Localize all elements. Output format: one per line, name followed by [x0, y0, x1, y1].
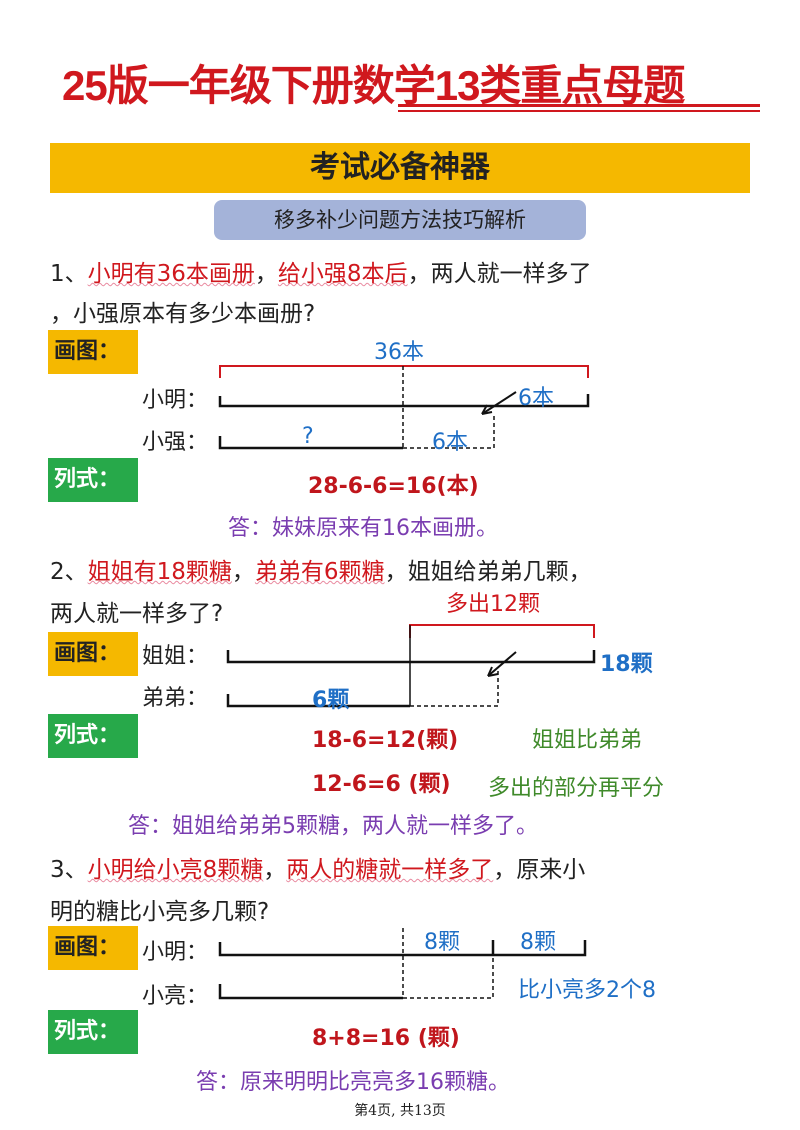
total-label: 36本: [374, 340, 424, 365]
jiejie-amount-label: 18颗: [600, 652, 653, 677]
banner: 考试必备神器: [50, 143, 750, 193]
note-line: 多出的部分再平分: [488, 776, 665, 801]
formula-tag: 列式：: [48, 458, 138, 502]
arrow-head-icon: [481, 404, 493, 415]
transfer-arrow: [487, 651, 517, 677]
draw-tag: 画图：: [48, 330, 138, 374]
answer: 答：原来明明比亮亮多16颗糖。: [196, 1070, 510, 1095]
formula-tag: 列式：: [48, 1010, 138, 1054]
bar-didi-extension: [410, 670, 499, 707]
problem-rest: ，原来小: [493, 857, 586, 883]
bar-label-jiejie: 姐姐：: [142, 644, 209, 669]
page-footer: 第4页, 共13页: [354, 1103, 446, 1119]
transfer-arrow: [481, 391, 517, 415]
title-underline-2: [398, 110, 760, 112]
sub-banner: 移多补少问题方法技巧解析: [214, 200, 586, 240]
bar-xiaoqiang: [218, 436, 403, 450]
bar-label-xiaoming: 小明：: [142, 940, 209, 965]
formula-tag: 列式：: [48, 714, 138, 758]
problem-3-question-line2: 明的糖比小亮多几颗?: [50, 899, 270, 925]
page-title: 25版一年级下册数学13类重点母题: [62, 62, 685, 109]
answer: 答：姐姐给弟弟5颗糖，两人就一样多了。: [128, 814, 538, 839]
bar-label-xiaoqiang: 小强：: [142, 430, 209, 455]
bar-xiaoliang: [218, 984, 403, 1000]
extra-label: 多出12颗: [446, 592, 540, 617]
bar-xiaoming: [218, 940, 587, 957]
problem-1-question-line2: ，小强原本有多少本画册?: [50, 301, 316, 327]
segment-label: 8颗: [424, 930, 460, 955]
draw-tag: 画图：: [48, 632, 138, 676]
formula-line: 12-6=6 (颗): [312, 772, 451, 797]
problem-rest: ，两人就一样多了: [407, 261, 592, 287]
title-underline: [398, 104, 760, 107]
problem-number: 1、: [50, 261, 88, 287]
separator: ，: [254, 261, 278, 287]
formula-line: 28-6-6=16(本): [308, 474, 479, 499]
total-brace: [219, 365, 589, 378]
problem-2-question: 2、姐姐有18颗糖，弟弟有6颗糖，姐姐给弟弟几颗，: [50, 552, 592, 586]
problem-condition-2: 两人的糖就一样多了: [286, 857, 494, 883]
answer: 答：妹妹原来有16本画册。: [228, 516, 498, 541]
problem-1-question: 1、小明有36本画册，给小强8本后，两人就一样多了: [50, 254, 592, 288]
note-line: 姐姐比弟弟: [532, 728, 643, 753]
bar-label-didi: 弟弟：: [142, 686, 209, 711]
arrow-head-icon: [487, 666, 499, 677]
bar-xiaoqiang-extension: [403, 416, 495, 449]
bar-label-xiaoming: 小明：: [142, 388, 209, 413]
bar-xiaoming: [218, 394, 590, 408]
segment-label: 8颗: [520, 930, 556, 955]
bar-jiejie: [226, 650, 596, 664]
problem-rest: ，姐姐给弟弟几颗，: [384, 559, 592, 585]
problem-number: 3、: [50, 857, 88, 883]
difference-note: 比小亮多2个8: [518, 978, 656, 1003]
problem-condition-2: 弟弟有6颗糖: [254, 559, 385, 585]
separator: ，: [231, 559, 255, 585]
problem-number: 2、: [50, 559, 88, 585]
bar-label-xiaoliang: 小亮：: [142, 984, 209, 1009]
separator: ，: [263, 857, 287, 883]
formula-line: 18-6=12(颗): [312, 728, 459, 753]
problem-condition-1: 姐姐有18颗糖: [87, 559, 232, 585]
draw-tag: 画图：: [48, 926, 138, 970]
arrow-label: 6本: [518, 386, 554, 411]
problem-condition-1: 小明有36本画册: [87, 261, 255, 287]
problem-3-question: 3、小明给小亮8颗糖，两人的糖就一样多了，原来小: [50, 850, 585, 884]
bar-didi: [226, 694, 410, 708]
formula-line: 8+8=16 (颗): [312, 1026, 460, 1051]
problem-condition-2: 给小强8本后: [277, 261, 408, 287]
gap-label: 6本: [432, 430, 468, 455]
problem-2-question-line2: 两人就一样多了?: [50, 601, 224, 627]
didi-amount-label: 6颗: [312, 688, 350, 713]
bar-xiaoliang-extension: [403, 955, 494, 999]
unknown-label: ?: [302, 424, 314, 449]
problem-condition-1: 小明给小亮8颗糖: [87, 857, 264, 883]
